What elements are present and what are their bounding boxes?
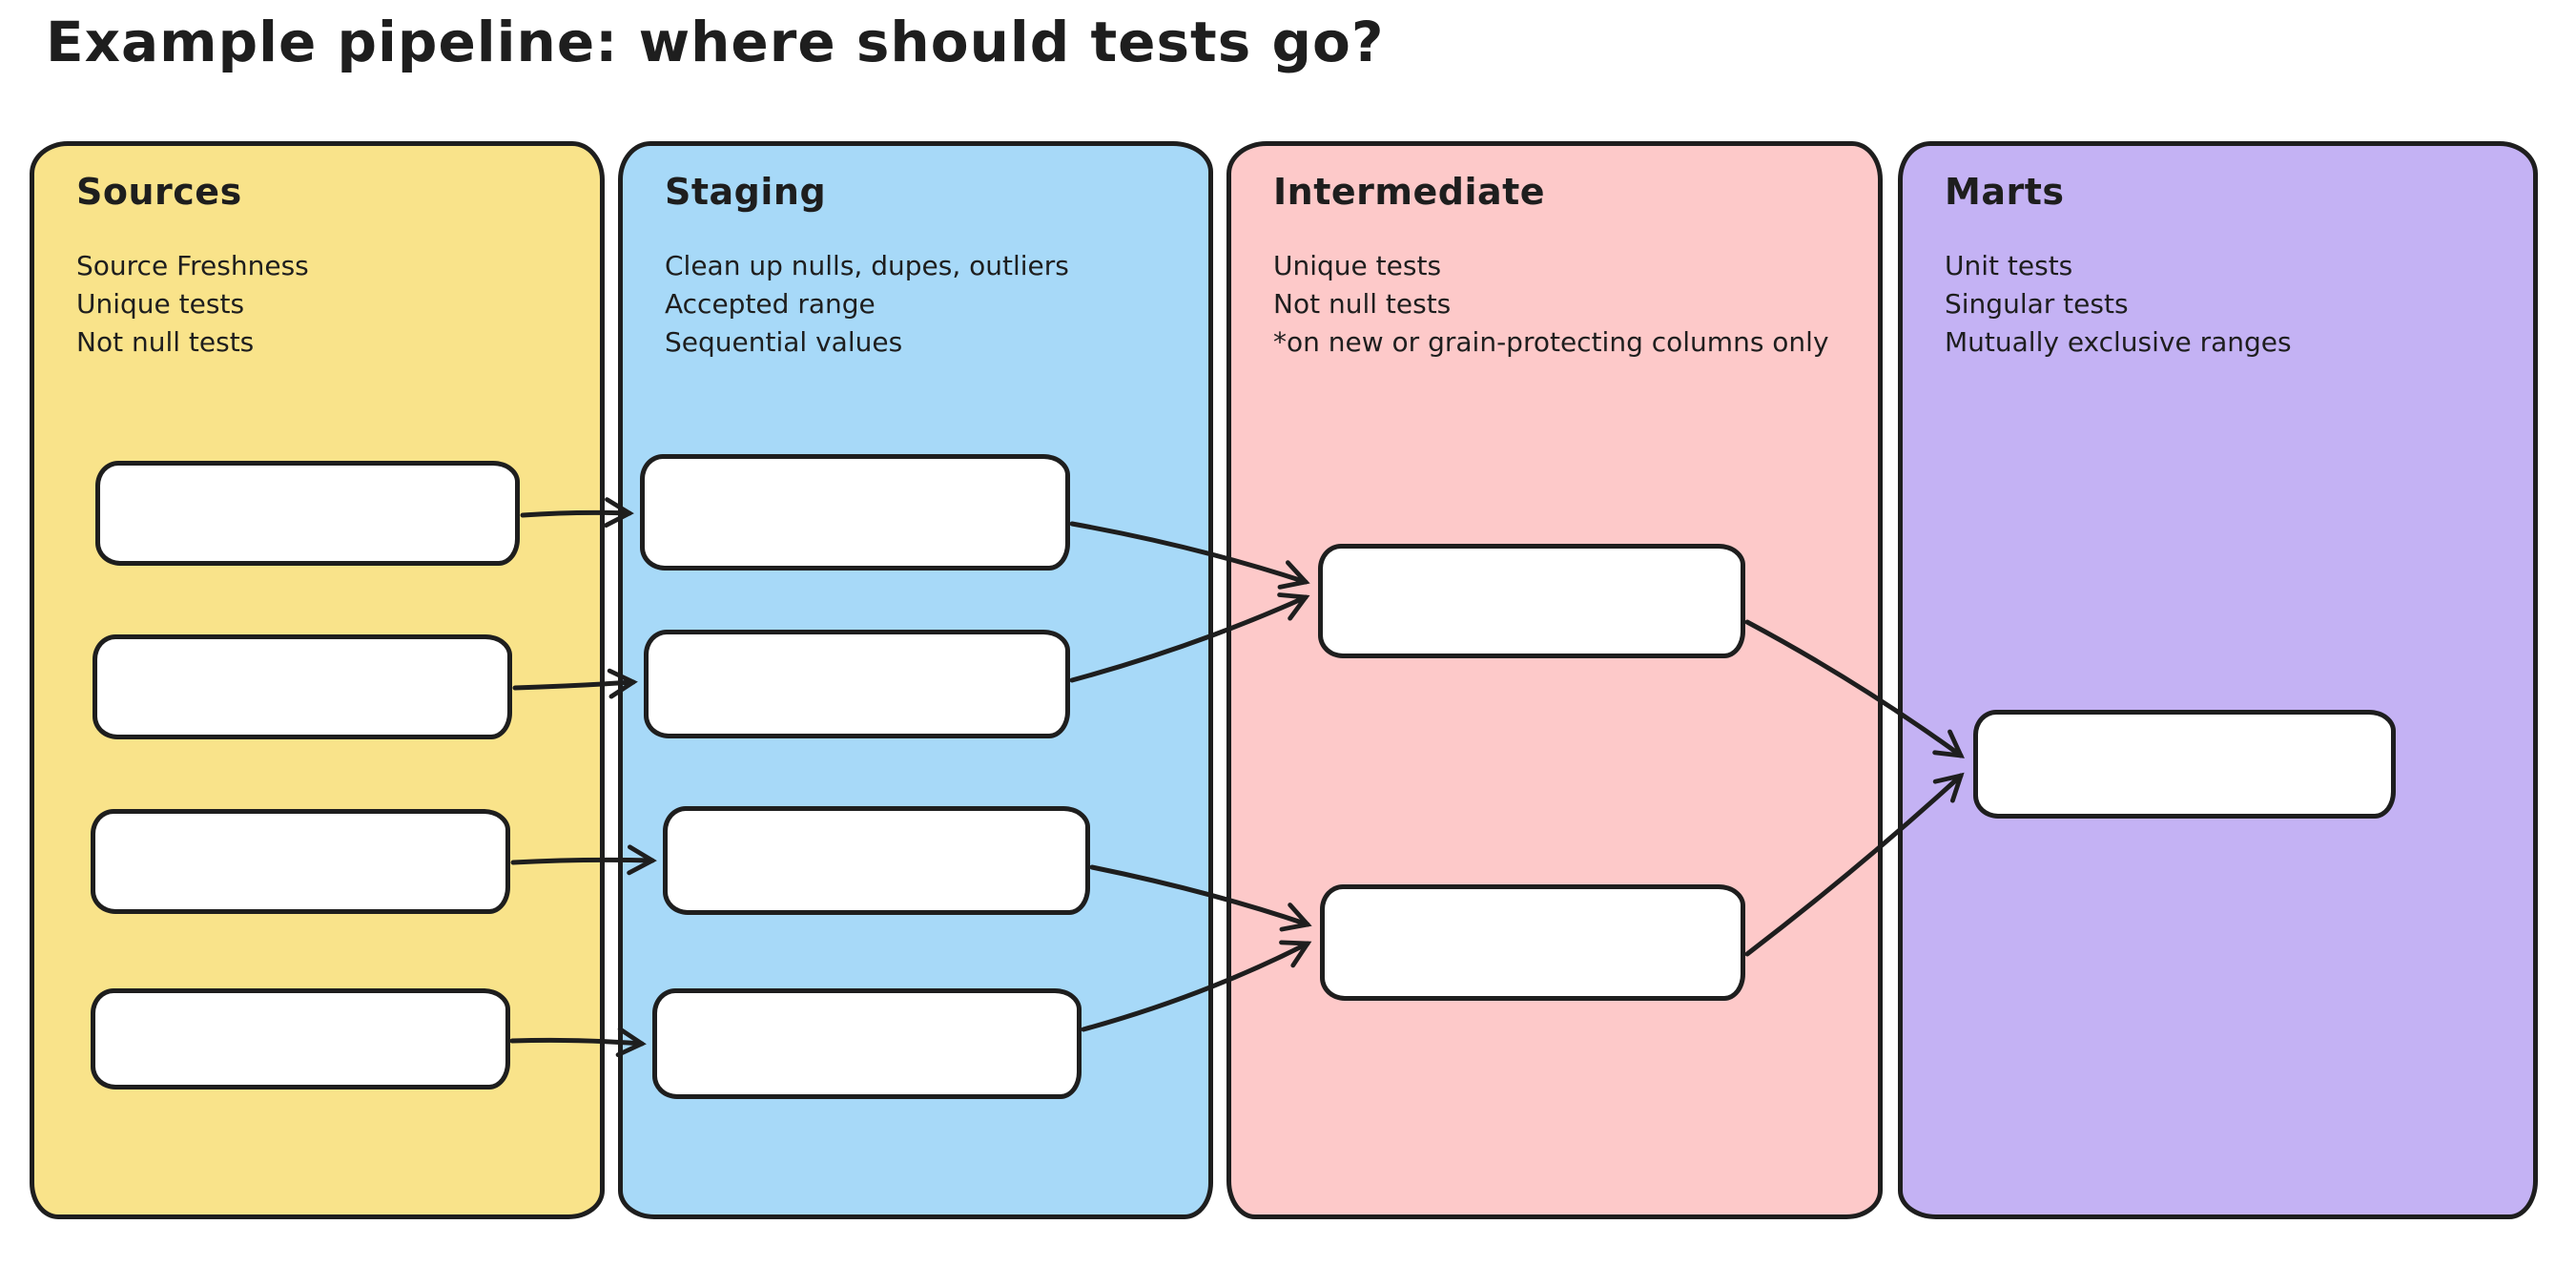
column-staging-title: Staging <box>665 171 827 213</box>
sources-model-box-2 <box>93 634 512 739</box>
column-marts-title: Marts <box>1945 171 2065 213</box>
page-title: Example pipeline: where should tests go? <box>46 10 1385 74</box>
column-sources-notes: Source Freshness Unique tests Not null t… <box>76 247 600 362</box>
note-line: Not null tests <box>76 326 255 358</box>
intermediate-model-box-2 <box>1320 884 1745 1001</box>
column-sources-title: Sources <box>76 171 242 213</box>
staging-model-box-1 <box>640 454 1070 571</box>
staging-model-box-2 <box>644 630 1070 738</box>
staging-model-box-3 <box>663 806 1090 915</box>
note-line: Clean up nulls, dupes, outliers <box>665 250 1069 281</box>
note-line: Unique tests <box>76 288 245 320</box>
marts-model-box-1 <box>1973 710 2396 819</box>
note-line: Mutually exclusive ranges <box>1945 326 2292 358</box>
intermediate-model-box-1 <box>1318 544 1745 658</box>
note-line: Source Freshness <box>76 250 309 281</box>
sources-model-box-1 <box>95 461 520 566</box>
note-line: Not null tests <box>1273 288 1452 320</box>
column-intermediate: Intermediate Unique tests Not null tests… <box>1226 141 1883 1219</box>
column-marts: Marts Unit tests Singular tests Mutually… <box>1898 141 2538 1219</box>
staging-model-box-4 <box>652 988 1082 1099</box>
note-line: *on new or grain-protecting columns only <box>1273 326 1829 358</box>
note-line: Unit tests <box>1945 250 2073 281</box>
note-line: Sequential values <box>665 326 903 358</box>
column-intermediate-title: Intermediate <box>1273 171 1546 213</box>
column-staging-notes: Clean up nulls, dupes, outliers Accepted… <box>665 247 1208 362</box>
column-marts-notes: Unit tests Singular tests Mutually exclu… <box>1945 247 2533 362</box>
sources-model-box-3 <box>91 809 510 914</box>
sources-model-box-4 <box>91 988 510 1090</box>
note-line: Accepted range <box>665 288 876 320</box>
note-line: Unique tests <box>1273 250 1442 281</box>
note-line: Singular tests <box>1945 288 2129 320</box>
column-intermediate-notes: Unique tests Not null tests *on new or g… <box>1273 247 1878 362</box>
